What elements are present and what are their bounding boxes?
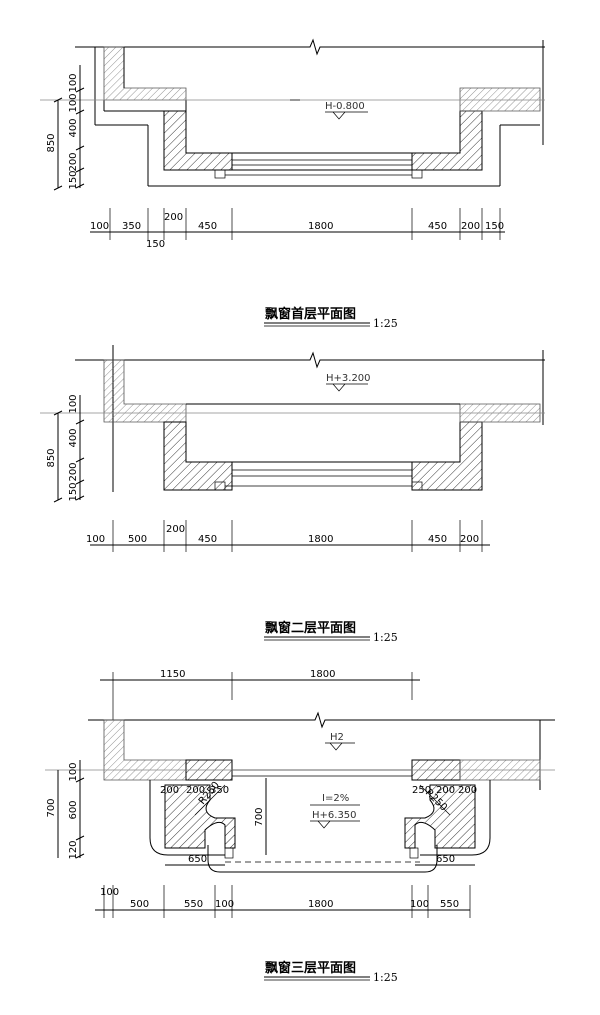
plan3-dim-t0: 1150 — [160, 669, 185, 680]
plan1-left-wall — [94, 46, 541, 187]
plan3-top-dims: 1150 1800 — [100, 669, 420, 720]
plan3-scale: 1:25 — [373, 971, 398, 984]
plan2-dim-b2: 200 — [166, 524, 185, 535]
plan1-dim-b1: 350 — [122, 221, 141, 232]
plan2-dim-b6: 200 — [460, 534, 479, 545]
plan1-dim-b5: 450 — [428, 221, 447, 232]
plan2-dim-b3: 450 — [198, 534, 217, 545]
plan1-dim-l1: 100 — [68, 93, 79, 112]
plan1-dim-b0: 100 — [90, 221, 109, 232]
svg-text:H-0.800: H-0.800 — [325, 101, 365, 112]
plan1-elevation: H-0.800 — [325, 101, 368, 120]
plan3-dim-650-right: 650 — [436, 854, 455, 865]
plan1-dim-b4: 1800 — [308, 221, 333, 232]
plan1-dim-b6: 200 — [461, 221, 480, 232]
plan2-dim-l2: 200 — [68, 462, 79, 481]
plan3-dim-b2: 100 — [215, 899, 234, 910]
plan2-title: 飘窗二层平面图 — [265, 620, 356, 636]
svg-text:H+3.200: H+3.200 — [326, 373, 371, 384]
plan3-walls — [103, 719, 541, 781]
plan-3: 1150 1800 — [45, 669, 555, 984]
plan1-bottom-dims: 100 350 200 450 1800 450 200 150 150 — [90, 208, 505, 250]
plan2-dim-l-total: 850 — [46, 448, 57, 467]
plan1-window — [214, 152, 423, 179]
plan2-scale: 1:25 — [373, 631, 398, 644]
plan3-dim-b5: 550 — [440, 899, 459, 910]
plan2-dim-l0: 100 — [68, 394, 79, 413]
plan1-dim-l-total: 850 — [46, 133, 57, 152]
plan3-elevation: H+6.350 — [310, 810, 360, 829]
plan1-left-dims: 100 100 400 200 150 850 — [46, 65, 85, 191]
plan2-elevation: H+3.200 — [326, 373, 371, 392]
plan2-walls — [103, 359, 541, 491]
plan2-dim-b1: 500 — [128, 534, 147, 545]
plan1-scale: 1:25 — [373, 317, 398, 330]
plan3-left-dims: 100 600 120 700 — [46, 760, 85, 860]
plan3-dim-l-total: 700 — [46, 798, 57, 817]
plan3-dim-t1: 1800 — [310, 669, 335, 680]
plan3-dim-650-left: 650 — [188, 854, 207, 865]
plan2-dim-b5: 450 — [428, 534, 447, 545]
plan-2: H+3.200 100 400 200 150 850 100 500 200 … — [40, 345, 545, 644]
plan2-title-block: 飘窗二层平面图 1:25 — [264, 620, 398, 644]
plan3-dim-b4: 100 — [410, 899, 429, 910]
plan1-dim-l4: 150 — [68, 170, 79, 189]
plan2-dim-l3: 150 — [68, 482, 79, 501]
plan3-title-block: 飘窗三层平面图 1:25 — [264, 960, 398, 984]
plan3-dim-b3: 1800 — [308, 899, 333, 910]
plan1-dim-l3: 200 — [68, 152, 79, 171]
svg-text:H+6.350: H+6.350 — [312, 810, 357, 821]
plan2-window — [214, 461, 423, 491]
plan3-dim-ir0: 250 — [412, 785, 431, 796]
plan3-dim-b1: 550 — [184, 899, 203, 910]
plan1-title: 飘窗首层平面图 — [265, 306, 356, 322]
plan3-dim-ir1: 200 — [436, 785, 455, 796]
svg-text:I=2%: I=2% — [322, 793, 349, 804]
plan2-dim-l1: 400 — [68, 428, 79, 447]
plan1-dim-b-extra: 150 — [146, 239, 165, 250]
plan2-dim-b0: 100 — [86, 534, 105, 545]
plan3-dim-b0: 500 — [130, 899, 149, 910]
plan3-dim-l2: 120 — [68, 840, 79, 859]
plan3-title: 飘窗三层平面图 — [265, 960, 356, 976]
plan1-top-line — [75, 38, 545, 145]
plan3-dim-il1: 200 — [186, 785, 205, 796]
plan2-bottom-dims: 100 500 200 450 1800 450 200 — [86, 520, 490, 552]
plan-1: H-0.800 100 100 400 200 150 850 100 35 — [40, 38, 545, 330]
plan1-dim-b7: 150 — [485, 221, 504, 232]
plan3-elevation-top: H2 — [325, 732, 355, 751]
plan1-title-block: 飘窗首层平面图 1:25 — [264, 306, 398, 330]
plan3-dim-l0: 100 — [68, 762, 79, 781]
plan3-bottom-dims: 100 500 550 100 1800 100 550 — [95, 885, 471, 918]
plan3-dim-ir2: 200 — [458, 785, 477, 796]
svg-text:H2: H2 — [330, 732, 344, 743]
plan3-slope: I=2% — [310, 793, 360, 806]
plan1-dim-l2: 400 — [68, 118, 79, 137]
plan1-dim-b2: 200 — [164, 212, 183, 223]
plan3-dim-l1: 600 — [68, 800, 79, 819]
plan1-dim-b3: 450 — [198, 221, 217, 232]
plan2-dim-b4: 1800 — [308, 534, 333, 545]
plan2-left-dims: 100 400 200 150 850 — [46, 394, 85, 503]
plan3-dim-b-top: 100 — [100, 887, 119, 898]
plan3-dim-inner-height: 700 — [254, 807, 265, 826]
plan1-dim-l0: 100 — [68, 73, 79, 92]
plan3-dim-il0: 200 — [160, 785, 179, 796]
